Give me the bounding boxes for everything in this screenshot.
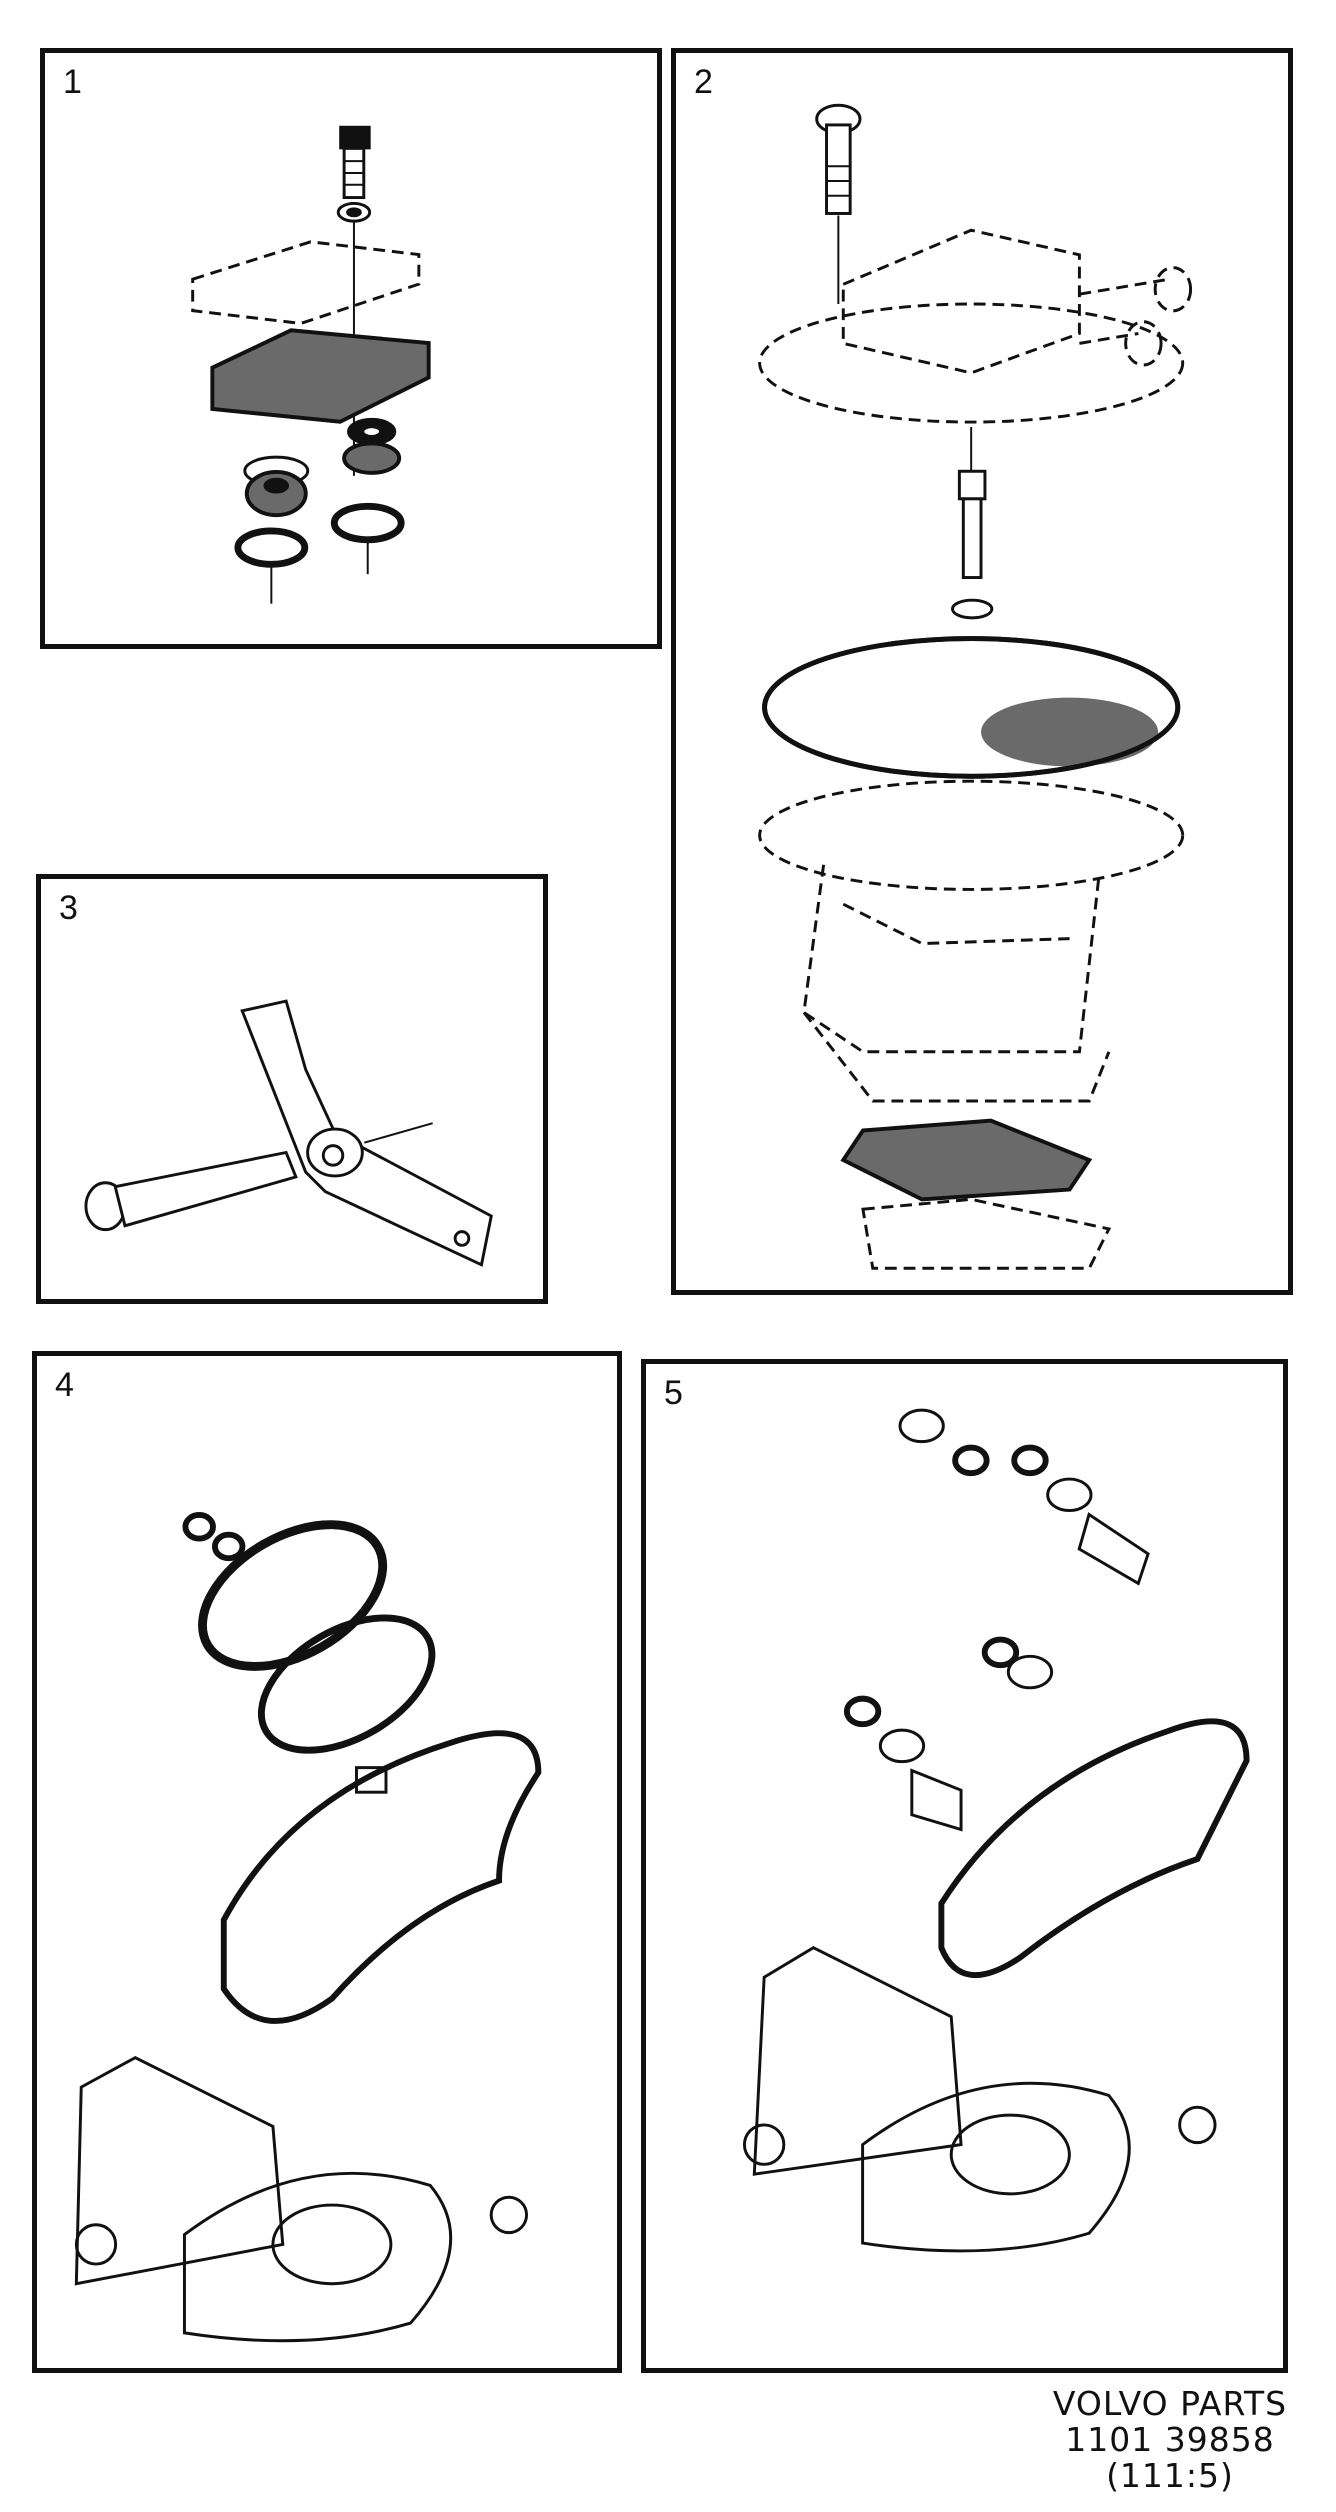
panel-5-valve-kit: 5: [641, 1359, 1288, 2373]
o-ring-icon: [257, 1614, 436, 1754]
panel-number: 3: [59, 889, 78, 927]
seal-ring-right-icon: [330, 502, 405, 544]
footer-catalog-reference: VOLVO PARTS 1101 39858 (111:5): [1030, 2386, 1310, 2494]
valve-assembly-lower-icon: [843, 1695, 963, 1832]
panel-5-illustration: [742, 1408, 1250, 2253]
panel-4-seal-kit: 4: [32, 1351, 622, 2373]
washer-icon: [951, 598, 994, 620]
large-ring-icon: [198, 1520, 388, 1671]
panel-number: 1: [63, 63, 82, 101]
pump-top-cover-icon: [758, 228, 1193, 424]
valve-assembly-middle-icon: [981, 1636, 1054, 1690]
gasket-icon: [210, 328, 431, 424]
pump-body-icon: [742, 1946, 1217, 2253]
seal-ring-left-icon: [234, 527, 309, 568]
panel-number: 2: [694, 63, 713, 101]
flange-gasket-icon: [840, 1118, 1093, 1202]
cover-icon: [191, 240, 421, 325]
footer-brand: VOLVO PARTS: [1052, 2384, 1288, 2423]
panel-1-illustration: [191, 125, 431, 604]
valve-right-icon: [342, 417, 402, 475]
housing-gasket-icon: [220, 1730, 542, 2024]
panel-3-rocker-lever: 3: [36, 874, 548, 1304]
valve-assembly-upper-icon: [898, 1408, 1150, 1586]
rocker-lever-icon: [240, 999, 493, 1267]
panel-3-illustration: [84, 999, 493, 1267]
panel-number: 4: [55, 1366, 74, 1404]
bolt-lower-icon: [957, 469, 987, 580]
panel-number: 5: [664, 1374, 683, 1412]
panel-2-illustration: [758, 103, 1193, 1270]
housing-gasket-icon: [938, 1718, 1250, 1979]
pivot-pin-icon: [84, 1150, 298, 1232]
panel-2-pump-diaphragm: 2: [671, 48, 1293, 1295]
footer-ref: (111:5): [1106, 2456, 1234, 2495]
screw-icon: [339, 125, 371, 200]
washer-icon: [336, 201, 372, 223]
pump-housing-icon: [758, 779, 1185, 1103]
bolt-icon: [815, 103, 862, 215]
seal-rings-icon: [182, 1512, 246, 1562]
panel-4-illustration: [74, 1512, 542, 2343]
panel-1-valve-kit: 1: [40, 48, 662, 649]
valve-left-icon: [243, 455, 310, 518]
footer-code: 1101 39858: [1065, 2420, 1275, 2459]
pump-body-icon: [74, 2055, 529, 2343]
